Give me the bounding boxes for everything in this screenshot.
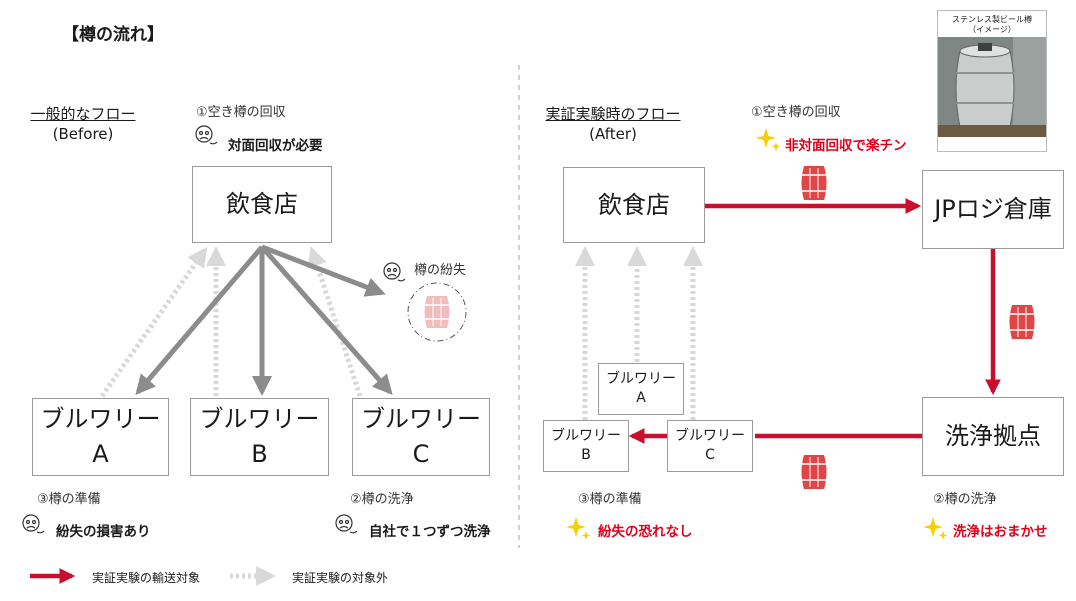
- sparkle-icon: [756, 128, 781, 151]
- delivery-arrow-c: [260, 245, 393, 395]
- brewery-name: ブルワリー: [606, 371, 676, 388]
- before-brewery-c-node: ブルワリー C: [352, 398, 490, 476]
- restaurant-label: 飲食店: [598, 190, 670, 219]
- photo-caption-line2: （イメージ）: [968, 25, 1016, 34]
- worried-face-icon: [383, 262, 406, 282]
- stainless-keg-photo: [938, 37, 1046, 137]
- before-step3-note: 紛失の損害あり: [56, 524, 151, 540]
- before-brewery-a-node: ブルワリー A: [32, 398, 169, 476]
- after-flow-heading: 実証実験時のフロー (After): [538, 104, 688, 145]
- lost-keg-circle: [407, 282, 467, 342]
- after-transport-arrows: [628, 198, 1001, 444]
- brewery-name: ブルワリー: [551, 428, 621, 445]
- lost-keg-icon: [424, 296, 450, 328]
- before-flow-heading: 一般的なフロー (Before): [28, 104, 138, 145]
- legend-target-label: 実証実験の輸送対象: [92, 571, 201, 585]
- after-brewery-a-node: ブルワリー A: [598, 363, 684, 415]
- photo-caption-line1: ステンレス製ビール樽: [952, 15, 1032, 24]
- after-return-arrows: [575, 246, 703, 420]
- brewery-letter: A: [92, 440, 109, 468]
- after-heading-text: 実証実験時のフロー: [545, 105, 681, 123]
- brewery-letter: A: [636, 390, 646, 406]
- brewery-name: ブルワリー: [199, 405, 320, 434]
- brewery-letter: C: [412, 440, 430, 468]
- before-step1-label: ①空き樽の回収: [196, 105, 286, 120]
- before-delivery-arrows: [135, 244, 393, 396]
- sparkle-icon: [566, 517, 591, 540]
- worried-face-icon: [335, 514, 358, 534]
- keg-icon: [1009, 305, 1035, 339]
- worried-face-icon: [22, 514, 45, 534]
- keg-icon: [801, 166, 827, 200]
- lost-keg-arrow: [261, 244, 386, 297]
- warehouse-node: JPロジ倉庫: [922, 170, 1064, 249]
- before-step3-label: ③樽の準備: [37, 492, 101, 507]
- before-subheading-text: (Before): [52, 125, 114, 144]
- lost-keg-label: 樽の紛失: [414, 263, 467, 278]
- after-restaurant-node: 飲食店: [563, 167, 705, 243]
- before-heading-text: 一般的なフロー: [30, 105, 136, 123]
- after-subheading-text: (After): [589, 125, 637, 144]
- after-step2-label: ②樽の洗浄: [933, 492, 997, 507]
- photo-caption: ステンレス製ビール樽 （イメージ）: [938, 15, 1046, 35]
- brewery-name: ブルワリー: [361, 405, 481, 434]
- after-step3-label: ③樽の準備: [578, 492, 642, 507]
- before-brewery-b-node: ブルワリー B: [190, 398, 329, 476]
- after-brewery-b-node: ブルワリー B: [543, 420, 629, 472]
- diagram-title: 【樽の流れ】: [62, 25, 164, 45]
- brewery-letter: B: [251, 440, 268, 468]
- worried-face-icon: [195, 125, 218, 145]
- legend-excluded-label: 実証実験の対象外: [292, 571, 389, 585]
- after-step1-note: 非対面回収で楽チン: [785, 138, 907, 154]
- wash-base-node: 洗浄拠点: [922, 397, 1064, 476]
- sparkle-icon: [923, 517, 948, 540]
- after-step2-note: 洗浄はおまかせ: [953, 524, 1048, 540]
- warehouse-label: JPロジ倉庫: [934, 195, 1052, 224]
- brewery-name: ブルワリー: [675, 428, 745, 445]
- brewery-letter: B: [581, 447, 591, 463]
- brewery-letter: C: [705, 447, 715, 463]
- before-restaurant-node: 飲食店: [192, 166, 332, 243]
- return-arrow-c: [307, 246, 363, 397]
- after-step3-note: 紛失の恐れなし: [598, 524, 693, 540]
- after-step1-label: ①空き樽の回収: [751, 105, 841, 120]
- wash-base-label: 洗浄拠点: [945, 422, 1041, 451]
- delivery-arrow-a: [135, 245, 264, 396]
- brewery-name: ブルワリー: [40, 405, 161, 434]
- restaurant-label: 飲食店: [226, 190, 298, 219]
- keg-icon: [801, 455, 827, 489]
- after-brewery-c-node: ブルワリー C: [667, 420, 753, 472]
- keg-photo-inset: ステンレス製ビール樽 （イメージ）: [937, 10, 1047, 152]
- before-return-arrows: [99, 246, 363, 398]
- before-step2-label: ②樽の洗浄: [350, 492, 414, 507]
- before-step1-note: 対面回収が必要: [228, 138, 323, 154]
- before-step2-note: 自社で１つずつ洗浄: [369, 524, 491, 540]
